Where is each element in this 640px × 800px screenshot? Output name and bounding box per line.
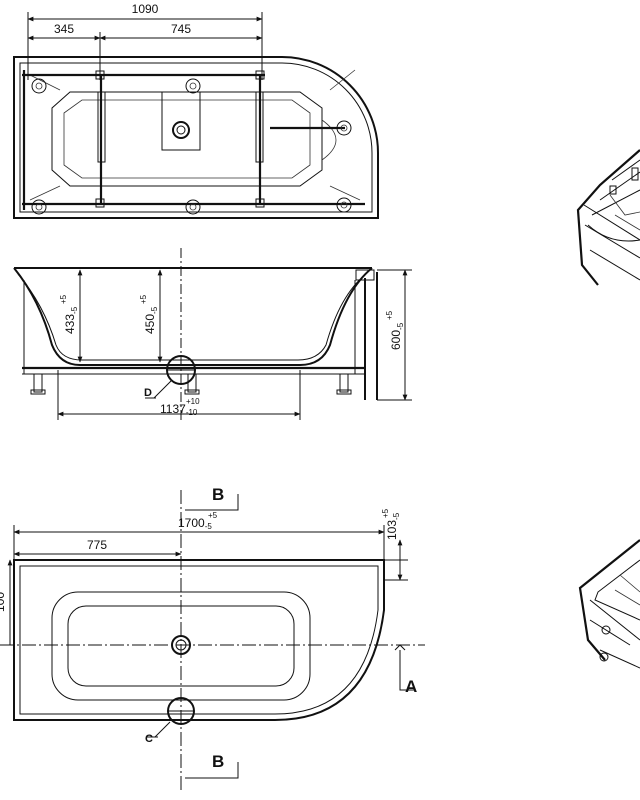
- svg-text:+5: +5: [385, 310, 394, 320]
- svg-text:+5: +5: [381, 508, 390, 518]
- label-detail-c: C: [145, 733, 153, 745]
- dim-total-width: 1090: [132, 2, 159, 16]
- side-view: 433-5 +5 450-5 +5 600-5 +5 1137-10 +10 D: [13, 248, 412, 420]
- svg-text:1700-5: 1700-5: [178, 516, 212, 531]
- label-section-b-bottom: B: [212, 752, 224, 771]
- dim-length-plan: 1700-5 +5: [178, 511, 218, 531]
- tub-outline-top: [13, 56, 379, 219]
- svg-text:100: 100: [0, 592, 7, 612]
- svg-text:450-5: 450-5: [143, 306, 159, 334]
- dim-rim: 103-5 +5: [381, 508, 401, 540]
- isometric-view-top: [576, 149, 640, 286]
- dim-right-segment: 745: [171, 22, 191, 36]
- top-view: 1090 345 745: [13, 2, 379, 219]
- dim-depth-2: 450-5 +5: [139, 294, 159, 334]
- tub-outline-plan: [13, 559, 385, 721]
- dim-left-segment: 345: [54, 22, 74, 36]
- svg-text:+5: +5: [139, 294, 148, 304]
- dim-depth-1: 433-5 +5: [59, 294, 79, 334]
- svg-text:1137-10: 1137-10: [160, 402, 198, 417]
- label-section-a: A: [405, 677, 417, 696]
- feet-markers: [31, 78, 352, 215]
- isometric-view-bottom: [578, 539, 640, 669]
- basin-outline-top: [51, 91, 323, 187]
- label-detail-d: D: [144, 387, 152, 399]
- dim-length-side: 1137-10 +10: [160, 397, 200, 417]
- label-section-b-top: B: [212, 485, 224, 504]
- svg-text:+5: +5: [208, 511, 218, 520]
- plan-view: B B A 1700-5 +5 775 103-5 +5 100: [0, 485, 425, 790]
- tub-profile-side: [13, 267, 373, 366]
- legs: [30, 373, 352, 395]
- dim-width-partial: 100: [0, 592, 7, 612]
- drain-plan: [171, 635, 191, 655]
- svg-text:433-5: 433-5: [63, 306, 79, 334]
- svg-text:+10: +10: [186, 397, 200, 406]
- svg-text:600-5: 600-5: [389, 322, 405, 350]
- dim-height: 600-5 +5: [385, 310, 405, 350]
- svg-text:+5: +5: [59, 294, 68, 304]
- dim-left-length: 775: [87, 538, 107, 552]
- basin-plan: [51, 591, 311, 701]
- svg-text:103-5: 103-5: [385, 512, 401, 540]
